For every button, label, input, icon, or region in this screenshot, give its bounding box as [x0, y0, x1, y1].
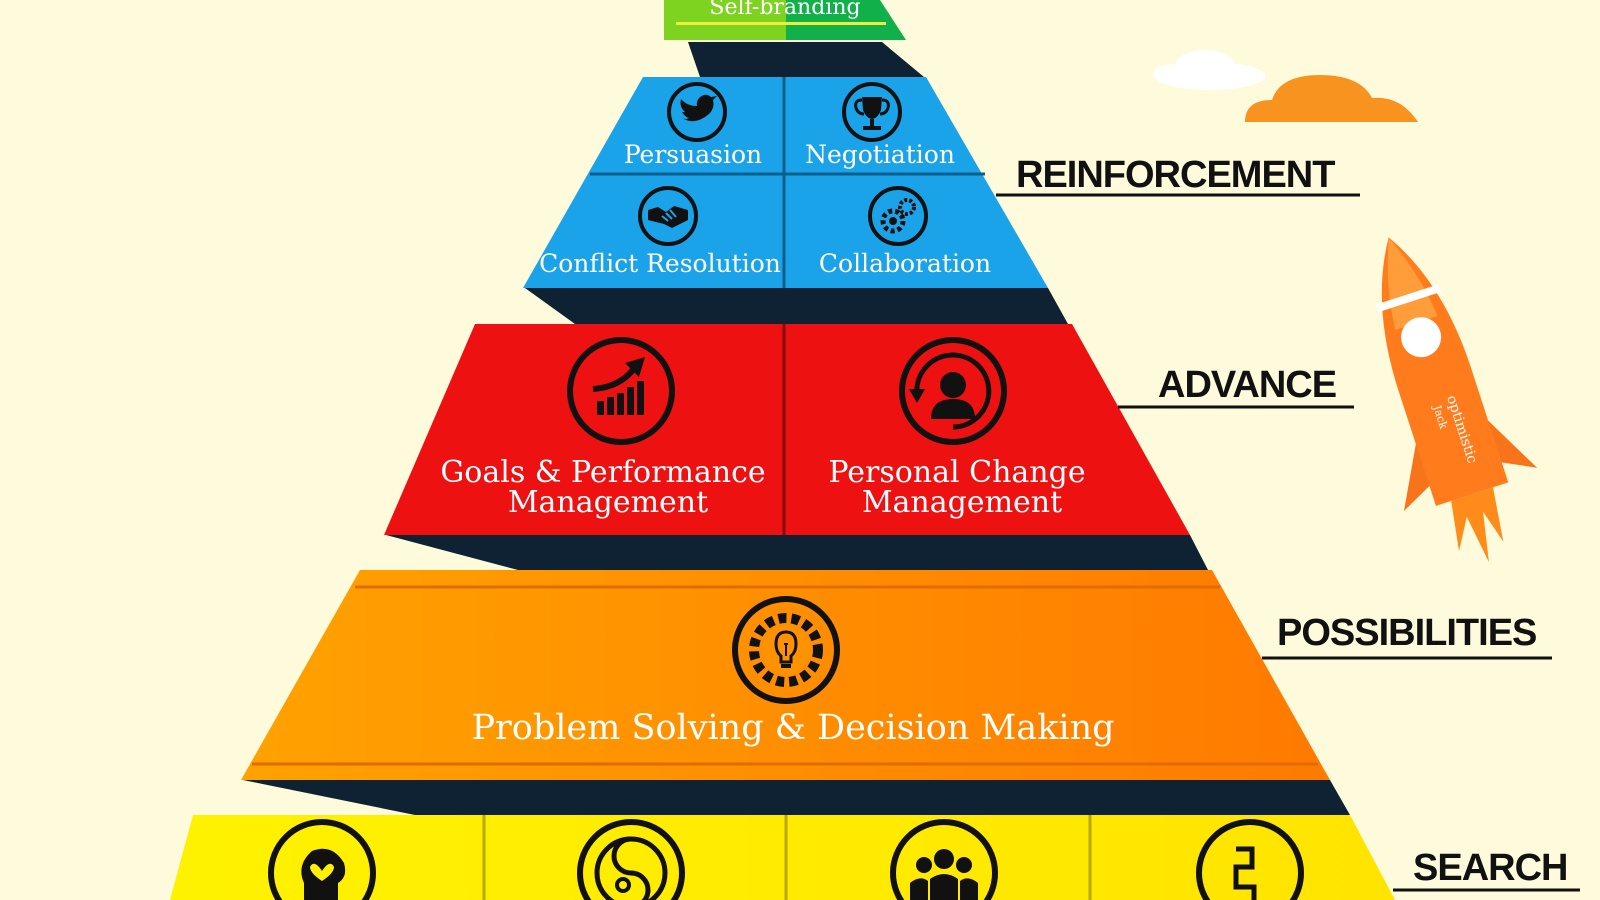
steps-icon	[1196, 819, 1304, 900]
tier-possibilities: Problem Solving & Decision Making	[241, 570, 1350, 815]
tier-self-branding: Self-branding	[664, 0, 924, 77]
heart-head-icon	[268, 819, 376, 900]
tier-shadow	[525, 288, 1068, 324]
tier-reinforcement: Persuasion Negotiation Conflict Resoluti…	[523, 77, 1068, 324]
rocket-illustration: optimistic Jack	[1375, 237, 1538, 563]
layer-title-reinforcement: REINFORCEMENT	[996, 154, 1360, 197]
tier-shadow	[243, 780, 1350, 815]
persuasion-label: Persuasion	[624, 140, 762, 169]
handshake-icon	[638, 186, 698, 246]
reinforcement-title: REINFORCEMENT	[1016, 154, 1335, 196]
team-icon	[890, 819, 998, 900]
cell-persuasion: Persuasion	[624, 82, 762, 169]
advance-title: ADVANCE	[1158, 364, 1336, 406]
possibilities-title: POSSIBILITIES	[1277, 612, 1536, 654]
gears-icon	[868, 186, 928, 246]
conflict-resolution-label: Conflict Resolution	[539, 249, 781, 278]
self-branding-label: Self-branding	[709, 0, 860, 20]
cell-goals-performance: Goals & Performance Management	[440, 337, 766, 520]
cell-negotiation: Negotiation	[805, 82, 955, 169]
collaboration-label: Collaboration	[819, 249, 991, 278]
cell-conflict-resolution: Conflict Resolution	[539, 186, 781, 278]
goals-performance-label-line2: Management	[508, 485, 708, 520]
problem-solving-label: Problem Solving & Decision Making	[471, 708, 1114, 748]
yin-yang-icon	[577, 819, 685, 900]
layer-title-advance: ADVANCE	[1118, 364, 1354, 409]
layer-title-search: SEARCH	[1393, 847, 1580, 892]
cell-problem-solving: Problem Solving & Decision Making	[471, 596, 1115, 748]
tier-advance: Goals & Performance Management Personal …	[384, 324, 1208, 570]
layer-title-possibilities: POSSIBILITIES	[1262, 612, 1552, 660]
cell-collaboration: Collaboration	[819, 186, 991, 278]
lightbulb-gear-icon	[732, 596, 840, 704]
trophy-icon	[842, 82, 902, 142]
personal-change-label-line2: Management	[862, 485, 1062, 520]
cell-personal-change: Personal Change Management	[828, 337, 1086, 520]
white-cloud	[1153, 50, 1265, 90]
twitter-bird-icon	[667, 82, 727, 142]
person-cycle-icon	[899, 337, 1007, 445]
search-title: SEARCH	[1413, 847, 1567, 889]
rocket-flame-icon	[1451, 487, 1504, 563]
growth-chart-icon	[567, 337, 675, 445]
tier-shadow	[688, 42, 924, 77]
goals-performance-label-line1: Goals & Performance	[440, 455, 765, 490]
personal-change-label-line1: Personal Change	[828, 455, 1085, 490]
tier-shadow	[386, 535, 1208, 570]
orange-cloud	[1245, 75, 1418, 122]
tier-search	[170, 815, 1395, 900]
negotiation-label: Negotiation	[805, 140, 955, 169]
